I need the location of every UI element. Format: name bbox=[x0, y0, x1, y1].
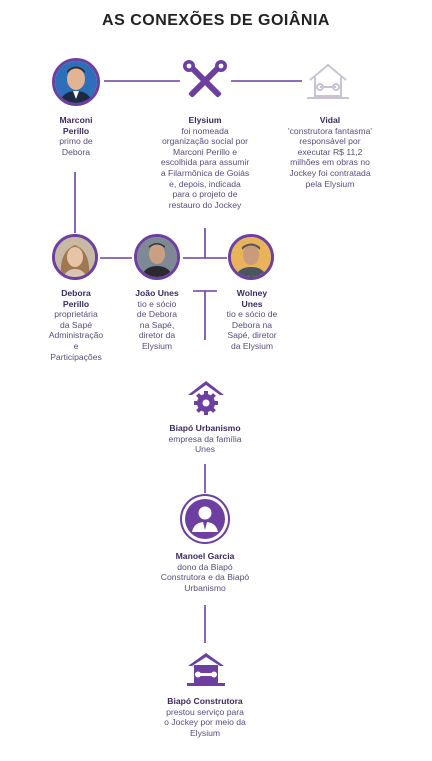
person-suit-icon bbox=[180, 494, 230, 544]
node-biapo-urbanismo: Biapó Urbanismo empresa da família Unes bbox=[140, 423, 270, 455]
vidal-desc: 'construtora fantasma' responsável por e… bbox=[287, 125, 372, 189]
node-joao: João Unes tio e sócio de Debora na Sapé,… bbox=[124, 288, 190, 352]
wolney-avatar bbox=[228, 234, 274, 280]
node-manoel: Manoel Garcia dono da Biapó Construtora … bbox=[140, 551, 270, 593]
manoel-desc: dono da Biapó Construtora e da Biapó Urb… bbox=[160, 561, 250, 593]
elysium-desc: foi nomeada organização social por Marco… bbox=[160, 125, 250, 210]
marconi-name: Marconi Perillo bbox=[59, 115, 93, 136]
node-marconi: Marconi Perillo primo de Debora bbox=[40, 115, 112, 157]
page-title: AS CONEXÕES DE GOIÂNIA bbox=[102, 12, 330, 29]
wolney-name: Wolney Unes bbox=[236, 288, 268, 309]
marconi-desc: primo de Debora bbox=[59, 136, 93, 157]
house-wrench-icon bbox=[304, 60, 352, 104]
node-wolney: Wolney Unes tio e sócio de Debora na Sap… bbox=[218, 288, 286, 352]
marconi-avatar bbox=[52, 58, 100, 106]
node-elysium: Elysium foi nomeada organização social p… bbox=[138, 115, 272, 210]
tools-icon bbox=[180, 58, 230, 104]
debora-desc: proprietária da Sapé Administração e Par… bbox=[48, 309, 104, 362]
debora-avatar bbox=[52, 234, 98, 280]
node-vidal: Vidal 'construtora fantasma' responsável… bbox=[270, 115, 390, 189]
vidal-name: Vidal bbox=[319, 115, 341, 125]
manoel-name: Manoel Garcia bbox=[175, 551, 235, 561]
biapo-construtora-name: Biapó Construtora bbox=[167, 696, 243, 706]
biapo-construtora-desc: prestou serviço para o Jockey por meio d… bbox=[164, 706, 246, 738]
joao-desc: tio e sócio de Debora na Sapé, diretor d… bbox=[136, 298, 178, 351]
node-debora: Debora Perillo proprietária da Sapé Admi… bbox=[40, 288, 112, 362]
joao-name: João Unes bbox=[135, 288, 179, 298]
house-gear-icon bbox=[186, 379, 226, 415]
biapo-urbanismo-desc: empresa da família Unes bbox=[168, 433, 242, 455]
debora-name: Debora Perillo bbox=[61, 288, 91, 309]
biapo-urbanismo-name: Biapó Urbanismo bbox=[169, 423, 241, 433]
node-biapo-construtora: Biapó Construtora prestou serviço para o… bbox=[140, 696, 270, 738]
wolney-desc: tio e sócio de Debora na Sapé, diretor d… bbox=[226, 309, 278, 351]
joao-avatar bbox=[134, 234, 180, 280]
elysium-name: Elysium bbox=[188, 115, 222, 125]
house-wrench-icon bbox=[185, 651, 227, 687]
